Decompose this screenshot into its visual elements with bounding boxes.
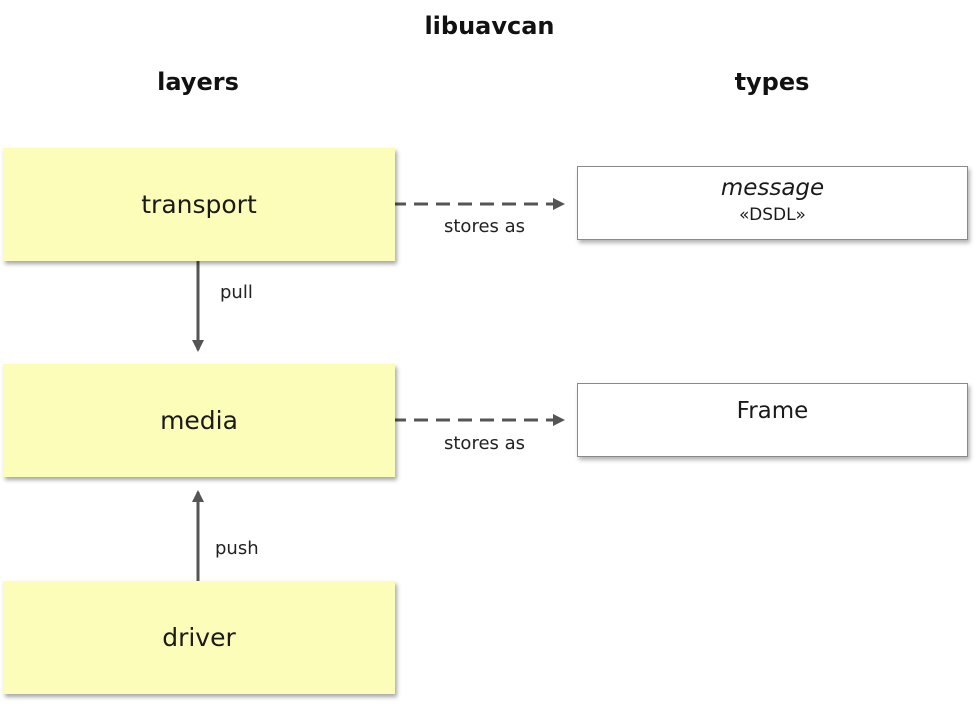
- layer-transport: transport: [3, 148, 395, 261]
- pull-label: pull: [220, 282, 253, 303]
- type-message: message «DSDL»: [577, 166, 968, 240]
- layer-transport-label: transport: [141, 190, 257, 219]
- type-frame-label: Frame: [736, 398, 809, 424]
- type-message-label: message: [720, 175, 825, 201]
- type-message-stereotype: «DSDL»: [739, 205, 806, 225]
- type-frame: Frame: [577, 383, 968, 457]
- layer-media-label: media: [160, 406, 238, 435]
- types-header: types: [734, 68, 810, 96]
- stores-as-label-2: stores as: [444, 433, 526, 454]
- layers-header: layers: [157, 68, 239, 96]
- diagram-title: libuavcan: [424, 12, 555, 40]
- layer-driver: driver: [3, 581, 395, 694]
- stores-as-label-1: stores as: [444, 216, 526, 237]
- layer-driver-label: driver: [162, 623, 236, 652]
- layer-media: media: [3, 364, 395, 477]
- push-label: push: [215, 538, 259, 559]
